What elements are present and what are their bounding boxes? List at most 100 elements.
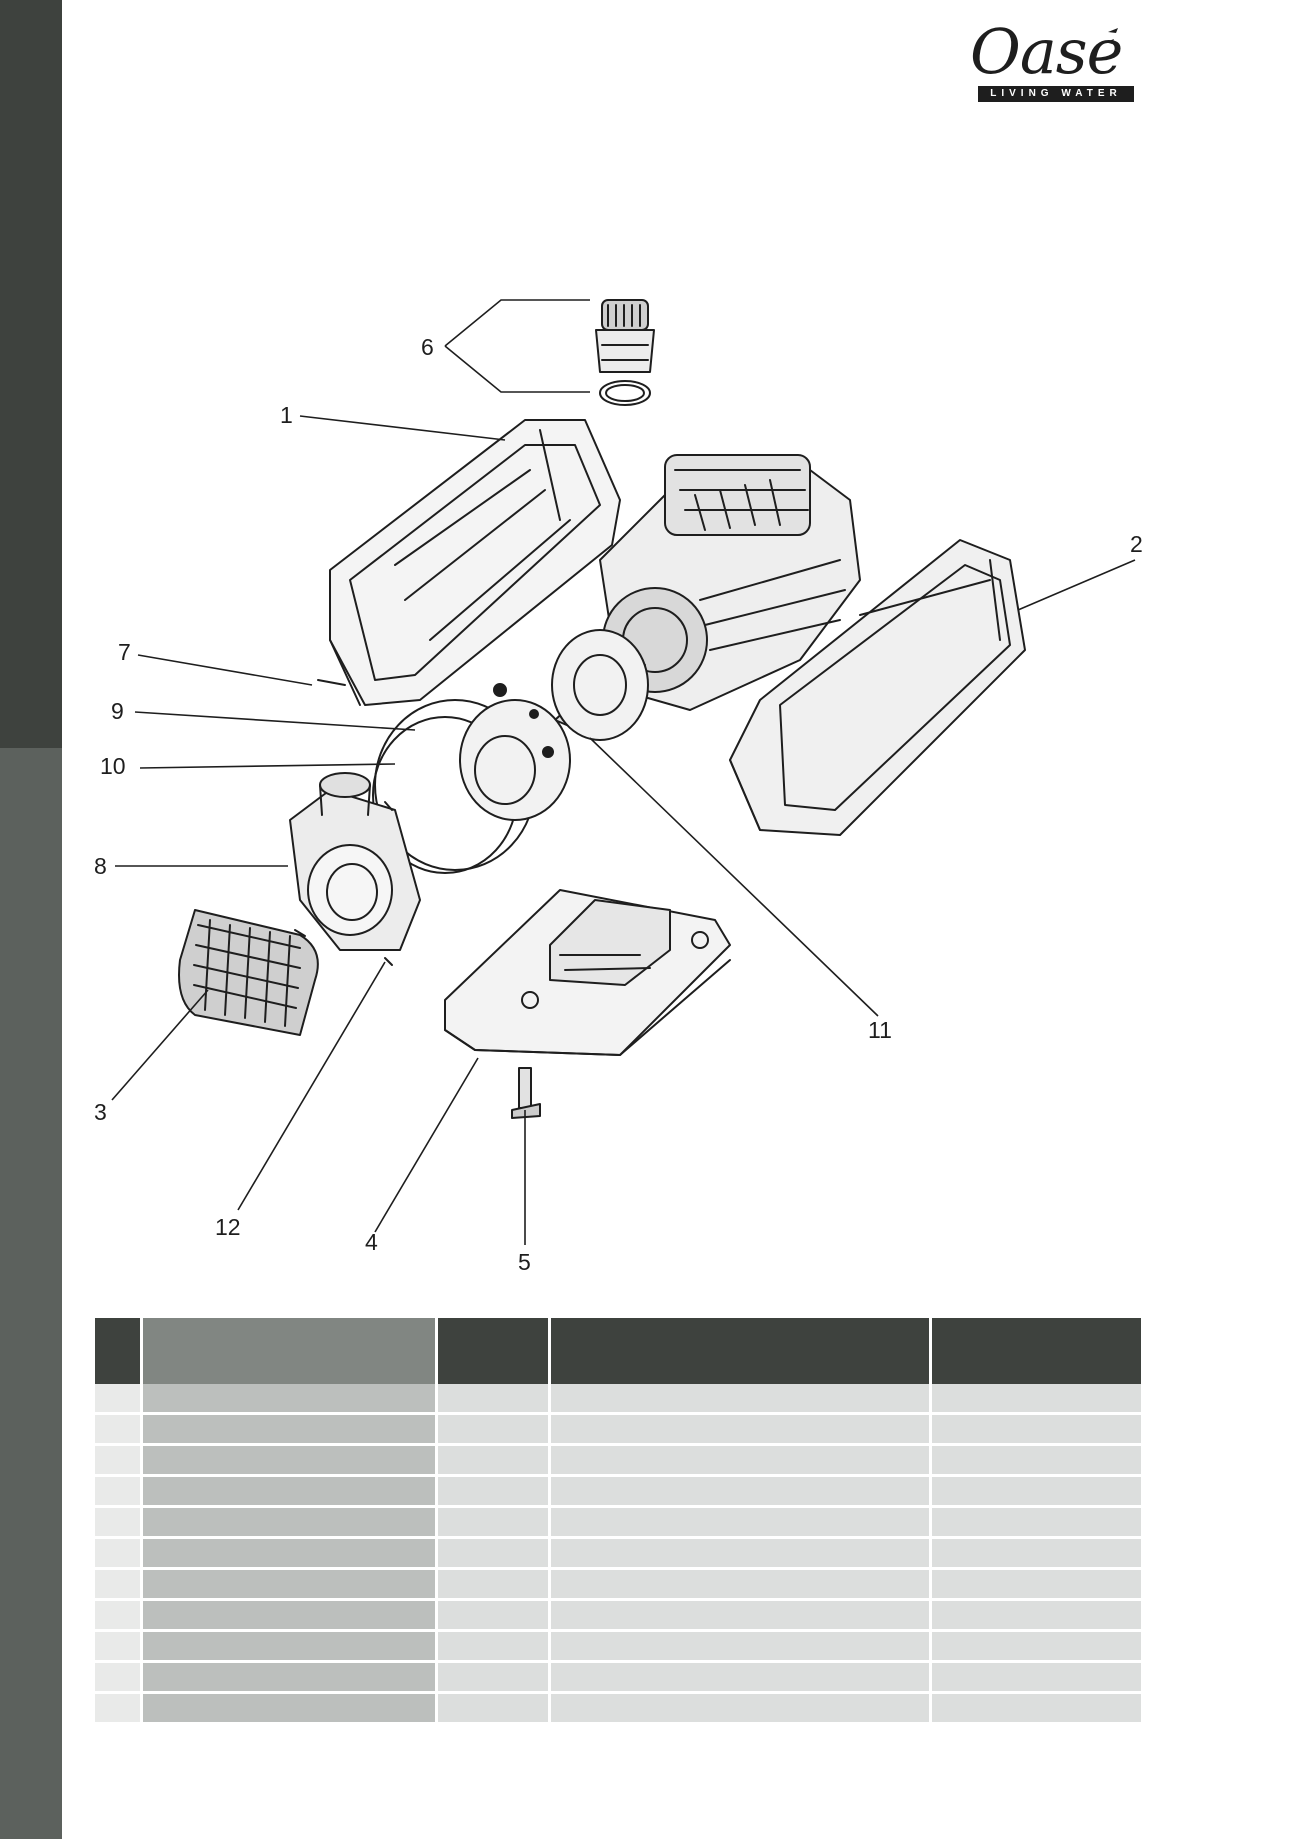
callout-2: 2: [1130, 531, 1143, 557]
table-cell: [932, 1415, 1141, 1446]
table-cell: [143, 1601, 438, 1632]
callout-1: 1: [280, 402, 293, 428]
header-cell: [95, 1318, 143, 1384]
table-cell: [551, 1384, 932, 1415]
table-row: [95, 1663, 1141, 1694]
table-cell: [95, 1694, 143, 1725]
table-cell: [438, 1694, 551, 1725]
table-cell: [932, 1601, 1141, 1632]
table-cell: [932, 1477, 1141, 1508]
table-cell: [932, 1632, 1141, 1663]
callout-8: 8: [94, 853, 107, 879]
part-screws: [294, 679, 393, 966]
table-cell: [95, 1384, 143, 1415]
table-cell: [143, 1508, 438, 1539]
leader-9: [134, 711, 416, 731]
part-rotor: [551, 629, 649, 741]
table-cell: [932, 1446, 1141, 1477]
table-cell: [551, 1694, 932, 1725]
table-cell: [95, 1663, 143, 1694]
logo-dots-icon: [1106, 28, 1118, 44]
table-cell: [95, 1539, 143, 1570]
table-cell: [95, 1601, 143, 1632]
part-lower-housing: [729, 539, 1026, 836]
table-row: [95, 1601, 1141, 1632]
header-cell: [438, 1318, 551, 1384]
callout-10: 10: [100, 753, 126, 779]
table-cell: [438, 1446, 551, 1477]
header-cell: [143, 1318, 438, 1384]
callout-4: 4: [365, 1229, 378, 1255]
table-cell: [143, 1632, 438, 1663]
callout-5: 5: [518, 1249, 531, 1275]
table-row: [95, 1508, 1141, 1539]
table-row: [95, 1415, 1141, 1446]
table-cell: [932, 1570, 1141, 1601]
leader-10: [139, 763, 396, 769]
table-cell: [143, 1415, 438, 1446]
table-cell: [551, 1539, 932, 1570]
callout-12: 12: [215, 1214, 241, 1240]
table-cell: [551, 1446, 932, 1477]
table-cell: [438, 1415, 551, 1446]
table-cell: [932, 1663, 1141, 1694]
table-cell: [438, 1632, 551, 1663]
table-cell: [143, 1694, 438, 1725]
part-motor: [599, 454, 861, 711]
table-cell: [932, 1694, 1141, 1725]
table-cell: [438, 1539, 551, 1570]
part-foot: [511, 1067, 541, 1119]
table-cell: [551, 1570, 932, 1601]
table-cell: [438, 1570, 551, 1601]
leader-2: [1017, 559, 1136, 611]
header-cell: [551, 1318, 932, 1384]
table-cell: [438, 1508, 551, 1539]
table-cell: [95, 1477, 143, 1508]
table-cell: [551, 1415, 932, 1446]
exploded-pump-diagram: 6 1 2 7 9 10 8 11 3 12 4 5: [94, 299, 1143, 1275]
table-cell: [551, 1508, 932, 1539]
table-cell: [551, 1601, 932, 1632]
leader-6b: [444, 345, 590, 393]
table-cell: [95, 1508, 143, 1539]
table-row: [95, 1694, 1141, 1725]
table-cell: [143, 1477, 438, 1508]
leader-11: [589, 737, 879, 1017]
table-row: [95, 1632, 1141, 1663]
part-upper-housing: [329, 419, 621, 706]
table-cell: [143, 1446, 438, 1477]
table-row: [95, 1477, 1141, 1508]
oase-logo: Oase LIVING WATER: [968, 15, 1138, 104]
leader-4: [374, 1057, 479, 1233]
header-cell: [932, 1318, 1141, 1384]
table-cell: [438, 1601, 551, 1632]
leader-1: [299, 415, 506, 441]
parts-table-header: [95, 1318, 1141, 1384]
table-cell: [143, 1663, 438, 1694]
table-cell: [932, 1539, 1141, 1570]
table-row: [95, 1570, 1141, 1601]
sidebar-band-light: [0, 748, 62, 1839]
callout-9: 9: [111, 698, 124, 724]
logo-tagline: LIVING WATER: [978, 86, 1134, 102]
table-cell: [551, 1632, 932, 1663]
table-cell: [143, 1570, 438, 1601]
table-row: [95, 1539, 1141, 1570]
table-cell: [143, 1384, 438, 1415]
table-row: [95, 1446, 1141, 1477]
table-cell: [95, 1446, 143, 1477]
table-cell: [143, 1539, 438, 1570]
table-row: [95, 1384, 1141, 1415]
logo-wordmark: Oase: [970, 15, 1123, 88]
part-seal-rings: [372, 683, 571, 874]
table-cell: [95, 1570, 143, 1601]
table-cell: [95, 1415, 143, 1446]
part-base-plate: [444, 889, 731, 1056]
callout-6: 6: [421, 334, 434, 360]
part-intake-grid: [178, 909, 319, 1036]
leader-6: [444, 299, 590, 347]
callout-11: 11: [868, 1017, 892, 1043]
parts-table: [95, 1318, 1141, 1725]
table-cell: [438, 1663, 551, 1694]
sidebar-band-dark: [0, 0, 62, 748]
